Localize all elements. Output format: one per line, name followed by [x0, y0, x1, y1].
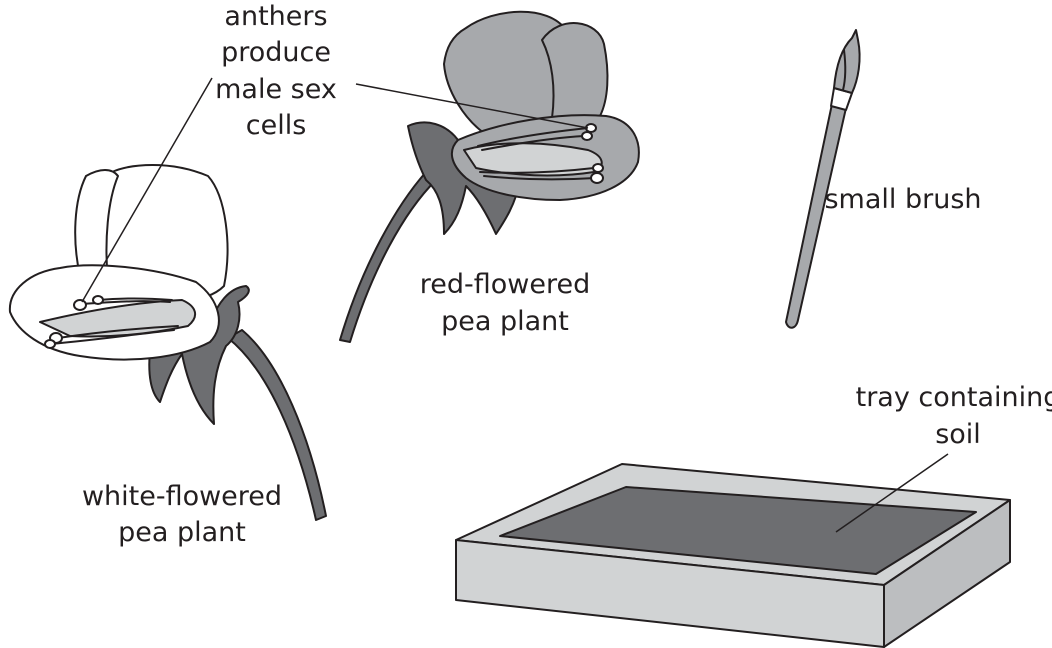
label-brush: small brush [824, 184, 981, 215]
label-small-brush: small brush [824, 184, 981, 215]
soil-tray [456, 464, 1010, 647]
label-white-plant: white-flowered pea plant [82, 481, 282, 548]
brush-bristles [834, 30, 860, 93]
label-white-plant-line-2: pea plant [118, 517, 246, 548]
red-plant-stem [340, 172, 436, 342]
white-flowered-pea-plant [10, 165, 326, 520]
red-plant-inner-keel [464, 143, 602, 175]
label-white-plant-line-1: white-flowered [82, 481, 282, 512]
brush-handle [786, 104, 846, 328]
label-anthers: anthers produce male sex cells [215, 1, 337, 141]
label-anthers-line-2: produce [221, 37, 331, 68]
small-brush [786, 30, 860, 328]
label-red-plant-line-1: red-flowered [420, 269, 590, 300]
label-tray-line-1: tray containing [856, 382, 1052, 413]
label-anthers-line-1: anthers [224, 1, 327, 32]
label-anthers-line-3: male sex [215, 74, 337, 105]
label-tray: tray containing soil [856, 382, 1052, 450]
label-anthers-line-4: cells [246, 110, 307, 141]
label-red-plant: red-flowered pea plant [420, 269, 590, 337]
label-tray-line-2: soil [935, 419, 981, 450]
label-red-plant-line-2: pea plant [441, 306, 569, 337]
